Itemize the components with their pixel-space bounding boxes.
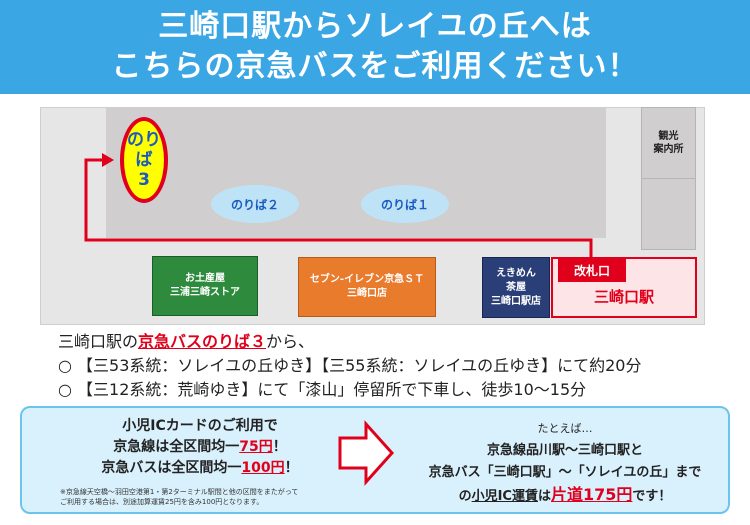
fare-title: 小児ICカードのご利用で: [122, 418, 278, 434]
bus-stop-2: のりば２: [211, 185, 299, 223]
bus-fare-label: 京急バスは全区間均一: [101, 460, 242, 476]
bus-fare: 京急バスは全区間均一100円！: [70, 458, 330, 479]
noodle-shop: えきめん茶屋三崎口駅店: [482, 257, 550, 318]
noodle-shop-line-1: えきめん: [496, 267, 536, 279]
station-name: 三崎口駅: [593, 287, 654, 306]
example-line-3-particle: は: [537, 489, 551, 504]
fare-footnote: ※京急線天空橋〜羽田空港第1・第2ターミナル駅間と他の区間をまたがって ご利用す…: [60, 487, 298, 507]
tourist-info-label: 観光案内所: [642, 108, 695, 179]
one-way-fare: 片道175円: [551, 485, 633, 504]
bus-stop-3-line-3: 3: [138, 170, 150, 190]
directions-intro-end: から、: [266, 332, 315, 351]
bus-terminal-area: [106, 107, 606, 238]
bus-stop-3-line-1: のり: [127, 130, 161, 150]
souvenir-shop-line-1: お土産屋: [185, 273, 225, 284]
example-line-3-end: です！: [632, 489, 672, 504]
directions-line-3: ○ 【三12系統：荒崎ゆき】にて「漆山」停留所で下車し、徒歩10〜15分: [58, 380, 587, 399]
bus-stop-highlight: 京急バスのりば３: [138, 332, 267, 351]
bus-stop-1: のりば１: [361, 185, 449, 223]
bus-fare-amount: 100円: [241, 460, 285, 476]
header-banner: 三崎口駅からソレイユの丘へは こちらの京急バスをご利用ください！: [0, 0, 750, 94]
train-fare-amount: 75円: [239, 439, 273, 455]
right-arrow-icon: [338, 420, 395, 486]
example-line-1: 京急線品川駅〜三崎口駅と: [486, 443, 643, 458]
fare-example: たとえば… 京急線品川駅〜三崎口駅と 京急バス「三崎口駅」〜「ソレイユの丘」まで…: [390, 418, 740, 508]
fare-footnote-line-1: ※京急線天空橋〜羽田空港第1・第2ターミナル駅間と他の区間をまたがって: [60, 488, 299, 496]
directions-intro: 三崎口駅の: [58, 332, 139, 351]
ticket-gate: 改札口: [558, 258, 626, 282]
souvenir-shop: お土産屋三浦三崎ストア: [152, 256, 258, 316]
tourist-info-line-1: 観光: [658, 131, 679, 142]
train-fare-end: ！: [272, 439, 287, 455]
noodle-shop-line-2: 茶屋: [506, 281, 526, 293]
convenience-store: セブン-イレブン京急ＳＴ 三崎口店: [298, 257, 436, 317]
bus-stop-3-line-2: ば: [135, 150, 153, 170]
fare-footnote-line-2: ご利用する場合は、別途加算運賃25円を含み100円となります。: [60, 498, 264, 506]
banner-line-2: こちらの京急バスをご利用ください！: [111, 49, 639, 84]
convenience-store-line-2: 三崎口店: [347, 288, 387, 299]
tourist-info-line-2: 案内所: [653, 144, 684, 155]
souvenir-shop-line-2: 三浦三崎ストア: [170, 287, 240, 298]
example-intro: たとえば…: [537, 422, 593, 435]
directions-line-2: ○ 【三53系統：ソレイユの丘ゆき】【三55系統：ソレイユの丘ゆき】にて約20分: [58, 356, 642, 375]
banner-line-1: 三崎口駅からソレイユの丘へは: [158, 9, 592, 44]
train-fare: 京急線は全区間均一75円！: [70, 437, 330, 458]
bus-fare-end: ！: [284, 460, 299, 476]
bus-stop-3: のり ば 3: [120, 117, 168, 203]
example-line-3: の小児IC運賃は片道175円です！: [390, 484, 740, 508]
directions-line-1: 三崎口駅の京急バスのりば３から、: [58, 328, 314, 352]
noodle-shop-line-3: 三崎口駅店: [491, 295, 541, 307]
train-fare-label: 京急線は全区間均一: [113, 439, 240, 455]
tourist-info-booth: 観光案内所: [641, 107, 696, 250]
child-ic-fares: 小児ICカードのご利用で 京急線は全区間均一75円！ 京急バスは全区間均一100…: [70, 416, 330, 479]
convenience-store-line-1: セブン-イレブン京急ＳＴ: [309, 274, 425, 285]
example-line-3-start: の: [458, 489, 472, 504]
example-line-2: 京急バス「三崎口駅」〜「ソレイユの丘」まで: [428, 465, 702, 480]
child-ic-fare-label: 小児IC運賃: [471, 489, 538, 504]
